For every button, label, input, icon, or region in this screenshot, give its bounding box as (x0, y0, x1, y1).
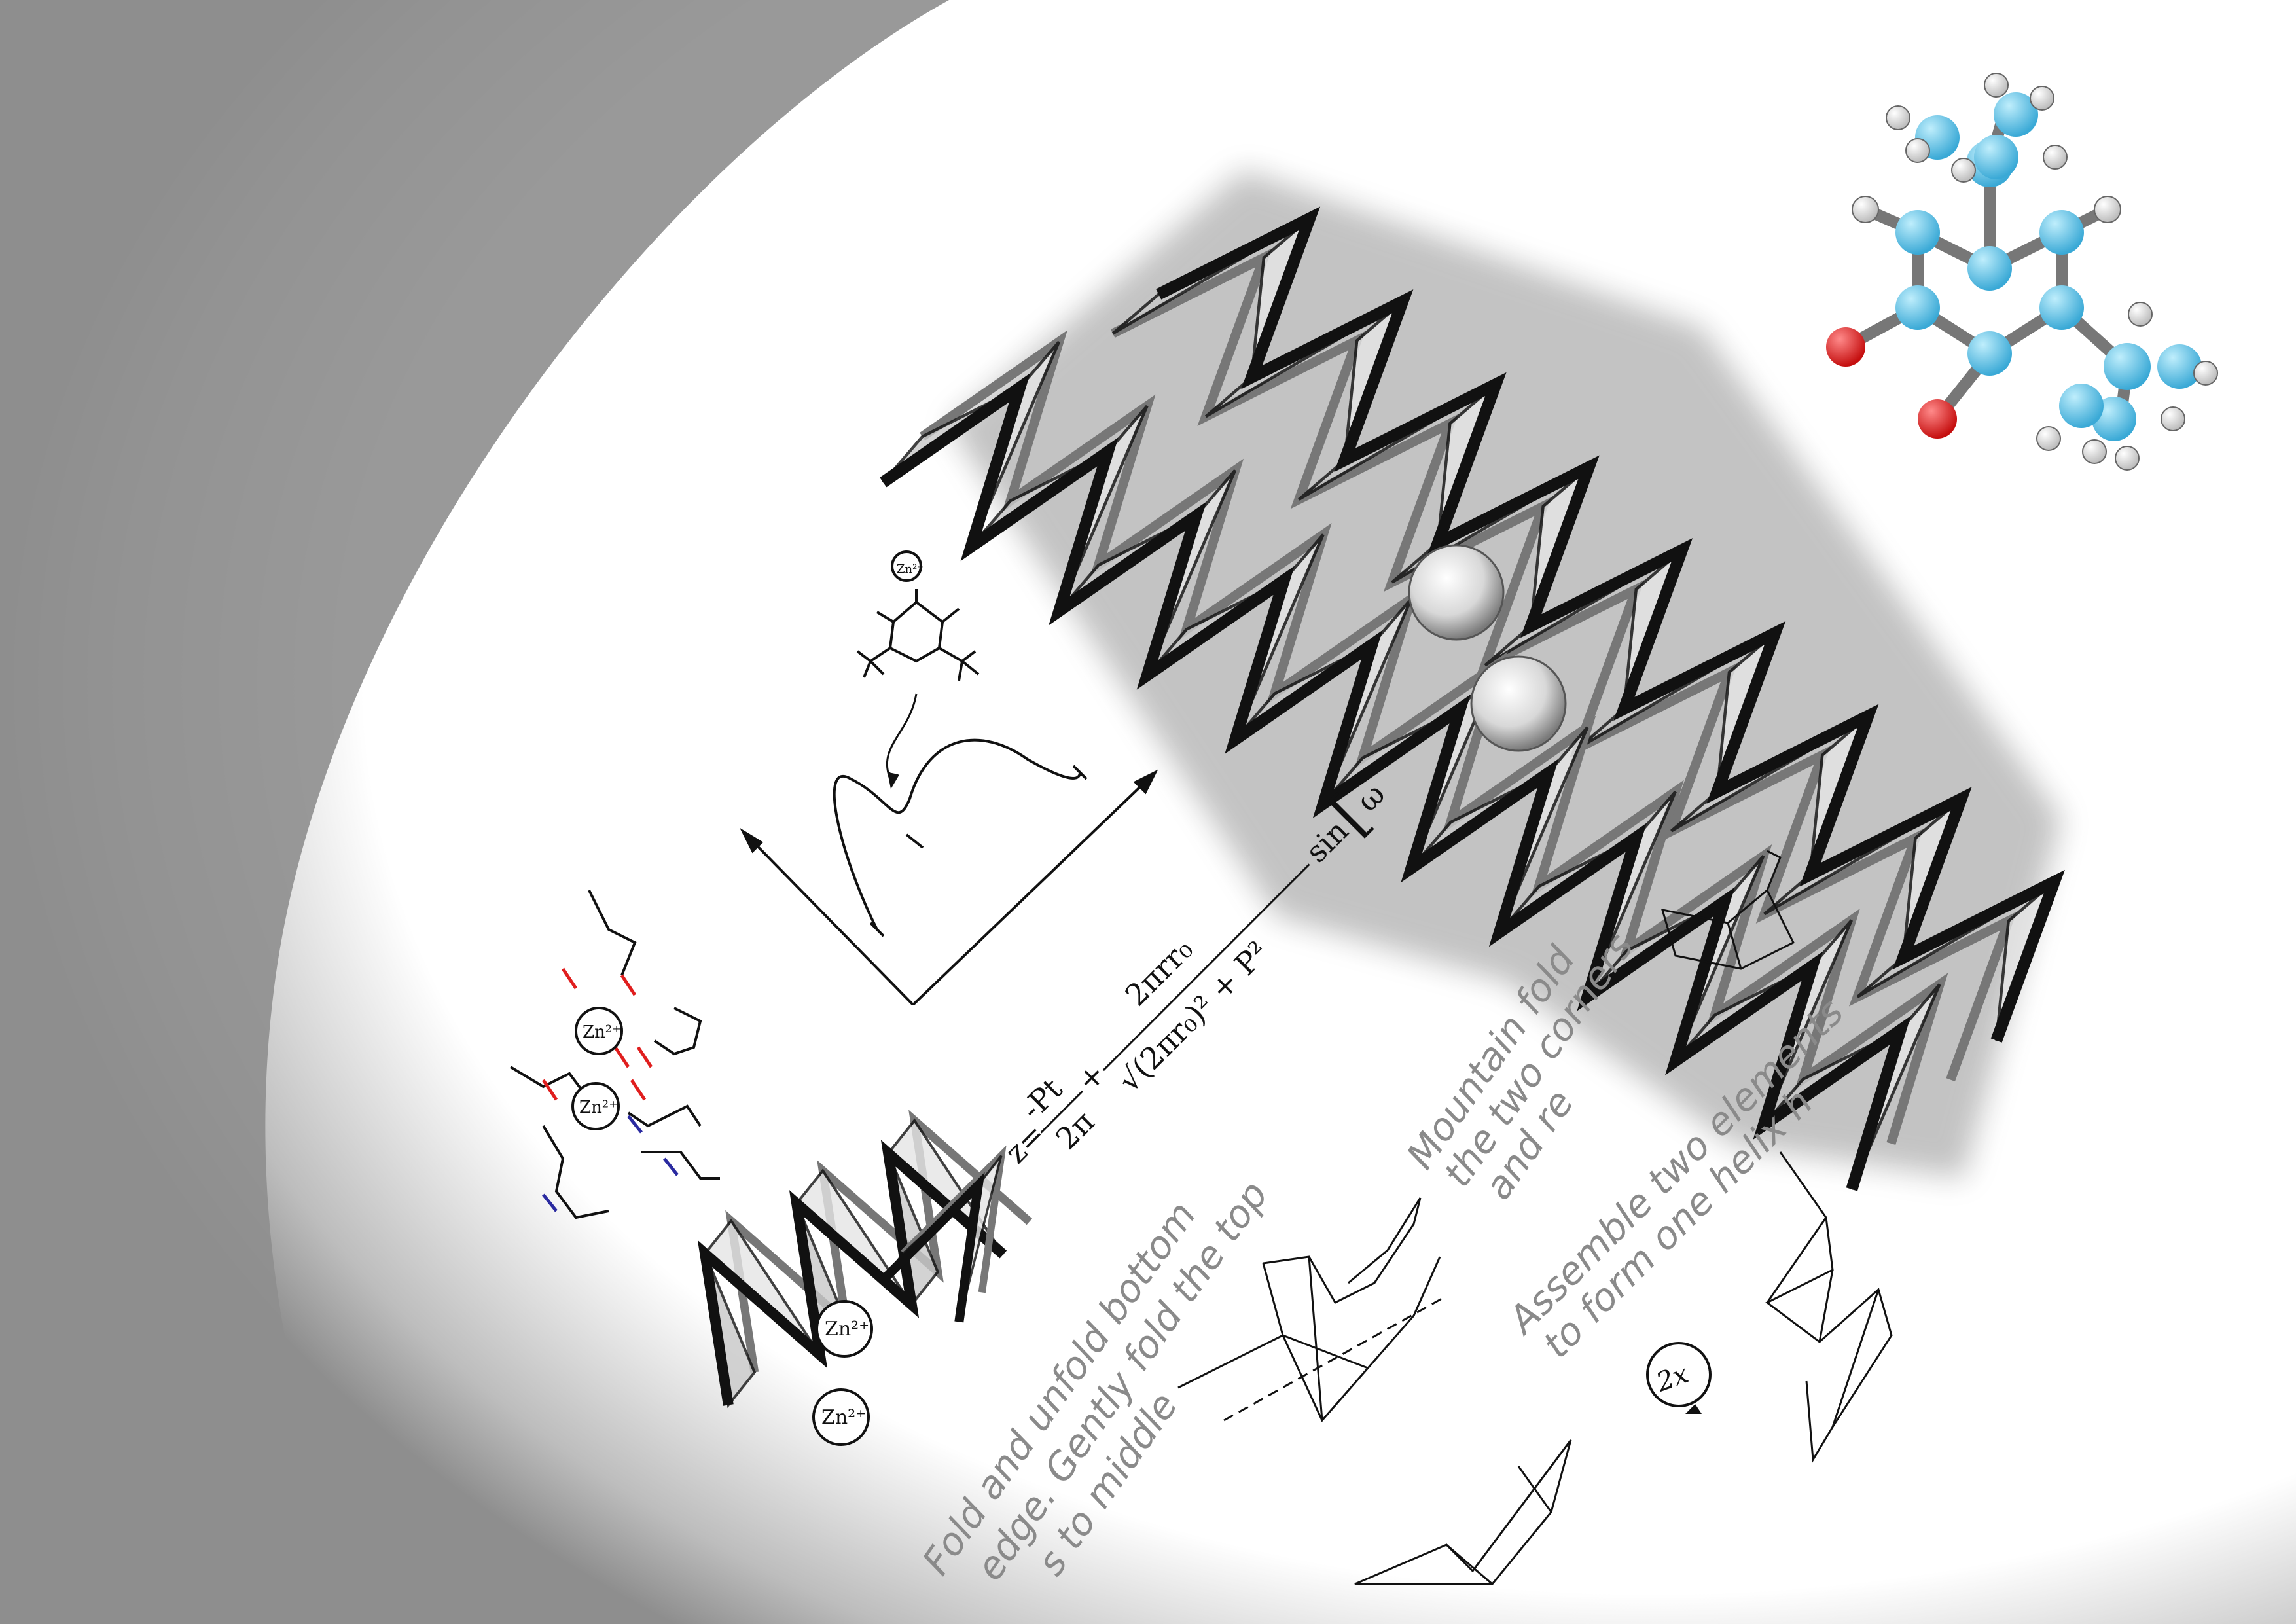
energy-diagram (740, 738, 1158, 1006)
zinc-ion (816, 1300, 873, 1358)
origami-sketch-crane (1177, 1197, 1447, 1422)
background-gray-corner (0, 0, 949, 1624)
zinc-phenolate-sketch (856, 550, 980, 789)
oxygen-hatches (541, 967, 653, 1101)
zinc-ion (812, 1388, 870, 1446)
helix-front-strand (697, 1140, 1007, 1406)
molecule-3d-model (1826, 73, 2218, 471)
zinc-ion (575, 1007, 623, 1055)
y-axis-arrow (742, 830, 914, 1006)
alpha-helix-upper (1110, 206, 2065, 1082)
helix-front-strand (877, 1172, 985, 1323)
nitrogen-hatches (542, 1115, 679, 1212)
zinc-label-small: Zn²⁺ (897, 562, 924, 576)
metal-ion-sphere (1470, 655, 1567, 752)
origami-sketch-element (1765, 1151, 1893, 1463)
origami-sketch-folded (1354, 1439, 1572, 1585)
zinc-ion (571, 1082, 620, 1130)
zinc-coordination-sketch (509, 890, 720, 1219)
zinc-label: Zn²⁺ (821, 1406, 866, 1429)
energy-curve (833, 738, 1081, 930)
helix-front-strand (1156, 206, 2065, 1043)
zinc-label: Zn²⁺ (579, 1098, 618, 1117)
metal-ion-sphere (1408, 544, 1505, 641)
alpha-helix-small (697, 1110, 1033, 1409)
origami-sketch-corner (1660, 850, 1795, 970)
zinc-label: Zn²⁺ (583, 1022, 621, 1042)
x-axis-arrow (912, 771, 1157, 1006)
zinc-label: Zn²⁺ (825, 1318, 869, 1341)
helix-front-strand (880, 372, 1911, 1191)
